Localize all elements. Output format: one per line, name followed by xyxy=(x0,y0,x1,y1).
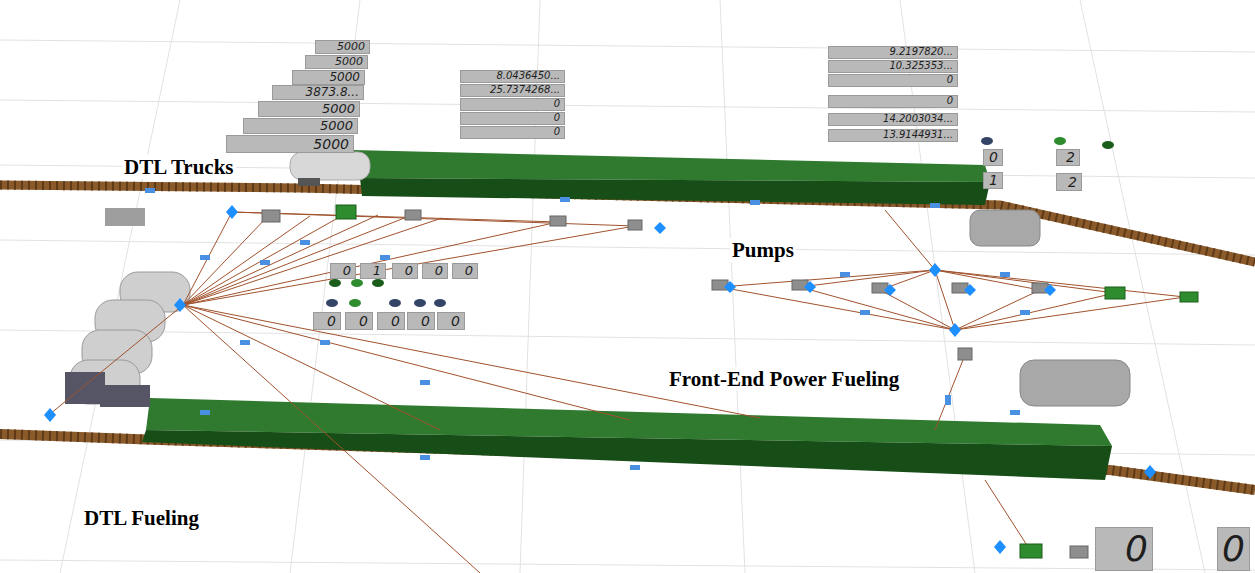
value-text: 0 xyxy=(405,264,413,278)
value-text: 5000 xyxy=(322,102,355,116)
value-display: 0 xyxy=(460,112,565,125)
value-display: 0 xyxy=(377,312,405,330)
value-display: 3873.8... xyxy=(272,85,364,100)
value-text: 0 xyxy=(947,96,953,107)
area-label: DTL Fueling xyxy=(82,506,201,530)
value-display: 0 xyxy=(983,149,1003,166)
value-text: 0 xyxy=(435,264,443,278)
value-text: 0 xyxy=(554,127,560,138)
value-display: 0 xyxy=(392,263,418,279)
value-display: 1 xyxy=(983,172,1003,189)
value-text: 0 xyxy=(359,314,368,329)
value-display: 0 xyxy=(460,126,565,139)
value-display: 5000 xyxy=(243,118,358,134)
value-text: 0 xyxy=(554,113,560,124)
value-display: 0 xyxy=(828,74,958,87)
value-text: 5000 xyxy=(329,71,360,84)
value-display: 10.325353... xyxy=(828,60,958,73)
value-display: 2 xyxy=(1056,149,1080,166)
value-text: 13.9144931... xyxy=(883,130,953,141)
value-text: 5000 xyxy=(320,119,353,133)
value-display: 0 xyxy=(313,312,341,330)
value-text: 0 xyxy=(1222,530,1245,568)
value-text: 10.325353... xyxy=(889,61,953,72)
area-label: DTL Trucks xyxy=(122,155,236,179)
value-display: 5000 xyxy=(305,55,368,69)
value-text: 2 xyxy=(1068,175,1077,190)
value-text: 1 xyxy=(373,264,381,278)
value-text: 5000 xyxy=(337,41,365,53)
value-text: 0 xyxy=(343,264,351,278)
area-label: Pumps xyxy=(730,238,796,262)
value-display: 5000 xyxy=(292,70,365,85)
value-text: 9.2197820... xyxy=(889,47,953,58)
value-display: 8.0436450... xyxy=(460,70,565,83)
value-display: 13.9144931... xyxy=(828,129,958,142)
value-display: 0 xyxy=(1095,527,1153,571)
value-display: 5000 xyxy=(226,135,354,153)
value-display: 0 xyxy=(407,312,435,330)
value-text: 0 xyxy=(947,75,953,86)
value-text: 0 xyxy=(465,264,473,278)
value-text: 8.0436450... xyxy=(496,71,560,82)
value-text: 5000 xyxy=(313,137,349,152)
value-display: 0 xyxy=(437,312,465,330)
value-display: 0 xyxy=(452,263,478,279)
value-display: 2 xyxy=(1056,173,1082,191)
value-display: 0 xyxy=(460,98,565,111)
value-display: 0 xyxy=(422,263,448,279)
value-display: 9.2197820... xyxy=(828,46,958,59)
value-text: 3873.8... xyxy=(306,86,359,99)
area-label: Front-End Power Fueling xyxy=(667,367,901,391)
value-display: 14.2003034... xyxy=(828,113,958,126)
value-display: 5000 xyxy=(258,101,360,117)
value-display: 25.7374268... xyxy=(460,84,565,97)
value-text: 0 xyxy=(989,150,998,165)
value-text: 25.7374268... xyxy=(490,85,560,96)
value-display: 5000 xyxy=(315,40,370,54)
value-text: 0 xyxy=(421,314,430,329)
value-text: 0 xyxy=(391,314,400,329)
value-text: 5000 xyxy=(335,56,363,68)
value-display: 1 xyxy=(360,263,386,279)
value-text: 0 xyxy=(451,314,460,329)
value-display: 0 xyxy=(828,95,958,108)
value-text: 2 xyxy=(1066,150,1075,165)
value-text: 1 xyxy=(989,173,998,188)
value-display: 0 xyxy=(330,263,356,279)
value-text: 14.2003034... xyxy=(883,114,953,125)
value-display: 0 xyxy=(1217,527,1250,571)
value-text: 0 xyxy=(554,99,560,110)
value-display: 0 xyxy=(345,312,373,330)
value-text: 0 xyxy=(327,314,336,329)
value-text: 0 xyxy=(1125,530,1148,568)
